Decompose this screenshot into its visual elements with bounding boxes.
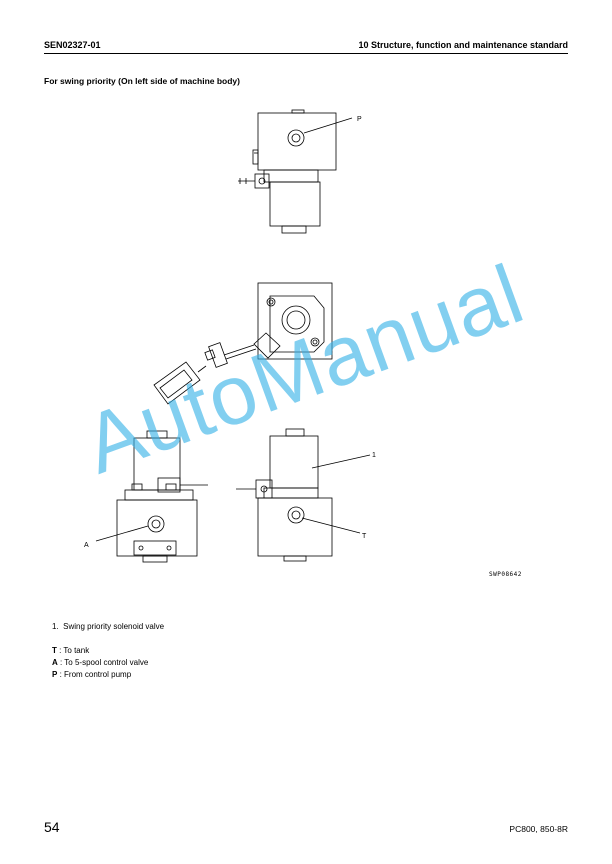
figure-code: SWP08642 xyxy=(489,571,522,578)
legend-item-t: T : To tank xyxy=(52,646,90,655)
machine-model: PC800, 850-8R xyxy=(509,824,568,834)
top-view-drawing xyxy=(238,109,353,234)
legend-item-p: P : From control pump xyxy=(52,670,132,679)
callout-t: T xyxy=(362,533,367,540)
part-number: 1. xyxy=(52,622,59,631)
page-header: SEN02327-01 10 Structure, function and m… xyxy=(44,40,568,54)
page-number: 54 xyxy=(44,819,60,835)
parts-list: 1. Swing priority solenoid valve xyxy=(52,622,164,631)
doc-code: SEN02327-01 xyxy=(44,40,101,50)
callout-p: P xyxy=(357,116,362,123)
section-heading: 10 Structure, function and maintenance s… xyxy=(358,40,568,50)
legend-item-a: A : To 5-spool control valve xyxy=(52,658,149,667)
middle-view-drawing xyxy=(153,282,333,405)
callout-a: A xyxy=(84,542,89,549)
callout-1: 1 xyxy=(372,452,376,459)
part-label: Swing priority solenoid valve xyxy=(63,622,165,631)
header-divider xyxy=(44,53,568,54)
valve-figure: P A T 1 xyxy=(84,109,376,563)
port-legend: T : To tank A : To 5-spool control valve… xyxy=(52,645,148,681)
section-title: For swing priority (On left side of mach… xyxy=(44,76,240,86)
bottom-left-drawing xyxy=(95,430,208,563)
bottom-right-drawing xyxy=(236,428,371,562)
